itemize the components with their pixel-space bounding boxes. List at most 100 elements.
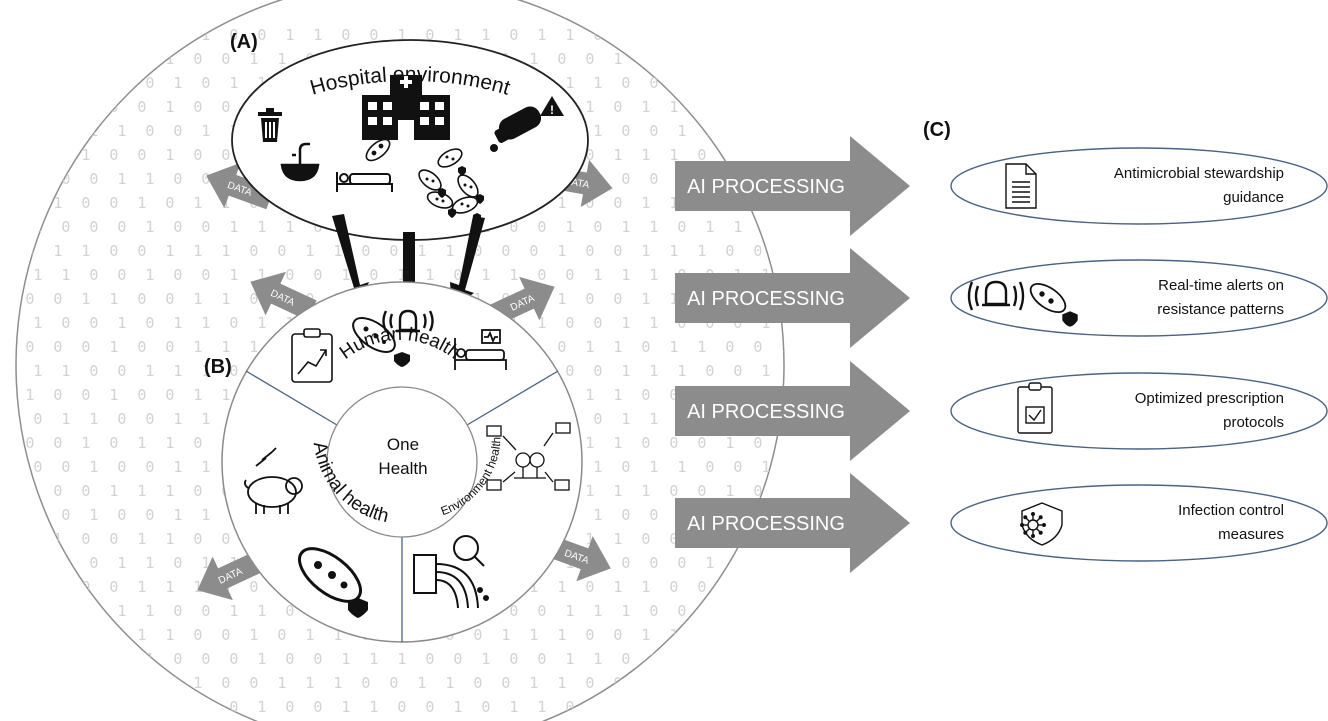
svg-text:1: 1 — [145, 554, 154, 572]
svg-text:1: 1 — [537, 314, 546, 332]
svg-text:1: 1 — [81, 290, 90, 308]
svg-text:0: 0 — [33, 602, 42, 620]
svg-text:0: 0 — [89, 650, 98, 668]
svg-text:1: 1 — [725, 434, 734, 452]
svg-text:1: 1 — [25, 194, 34, 212]
svg-text:1: 1 — [565, 74, 574, 92]
svg-text:0: 0 — [109, 146, 118, 164]
svg-text:0: 0 — [425, 26, 434, 44]
svg-text:0: 0 — [509, 218, 518, 236]
svg-text:0: 0 — [501, 242, 510, 260]
svg-text:1: 1 — [81, 242, 90, 260]
svg-text:1: 1 — [193, 386, 202, 404]
svg-text:1: 1 — [593, 602, 602, 620]
svg-text:1: 1 — [109, 338, 118, 356]
svg-text:1: 1 — [613, 482, 622, 500]
svg-text:1: 1 — [117, 122, 126, 140]
svg-text:0: 0 — [621, 170, 630, 188]
svg-text:1: 1 — [25, 98, 34, 116]
data-arrow: DATA — [250, 271, 317, 321]
svg-text:0: 0 — [481, 698, 490, 716]
svg-text:1: 1 — [89, 410, 98, 428]
svg-text:1: 1 — [529, 674, 538, 692]
environment-network-icon — [486, 422, 571, 491]
svg-text:1: 1 — [733, 650, 742, 668]
svg-text:0: 0 — [585, 146, 594, 164]
svg-text:1: 1 — [677, 362, 686, 380]
svg-text:1: 1 — [641, 98, 650, 116]
svg-text:0: 0 — [585, 50, 594, 68]
svg-text:0: 0 — [733, 362, 742, 380]
svg-text:1: 1 — [621, 362, 630, 380]
svg-text:1: 1 — [593, 698, 602, 716]
svg-text:1: 1 — [733, 698, 742, 716]
pig-vaccine-icon — [243, 447, 303, 514]
svg-text:0: 0 — [537, 650, 546, 668]
svg-text:1: 1 — [25, 50, 34, 68]
svg-text:0: 0 — [193, 146, 202, 164]
svg-text:1: 1 — [221, 242, 230, 260]
svg-text:1: 1 — [761, 458, 770, 476]
svg-text:0: 0 — [173, 218, 182, 236]
svg-text:1: 1 — [697, 338, 706, 356]
svg-text:1: 1 — [173, 362, 182, 380]
svg-text:0: 0 — [585, 242, 594, 260]
ai-processing-label: AI PROCESSING — [687, 176, 845, 198]
svg-text:1: 1 — [481, 650, 490, 668]
svg-text:0: 0 — [137, 674, 146, 692]
svg-text:0: 0 — [109, 530, 118, 548]
svg-text:1: 1 — [229, 266, 238, 284]
svg-text:1: 1 — [669, 242, 678, 260]
svg-text:0: 0 — [697, 626, 706, 644]
svg-text:0: 0 — [641, 50, 650, 68]
svg-text:0: 0 — [221, 626, 230, 644]
svg-text:0: 0 — [593, 362, 602, 380]
svg-text:0: 0 — [565, 314, 574, 332]
svg-text:0: 0 — [649, 74, 658, 92]
svg-text:0: 0 — [89, 698, 98, 716]
svg-text:1: 1 — [753, 674, 762, 692]
svg-text:1: 1 — [725, 578, 734, 596]
svg-text:1: 1 — [61, 410, 70, 428]
svg-text:0: 0 — [61, 458, 70, 476]
svg-text:1: 1 — [117, 698, 126, 716]
output-text-line1: Infection control — [1178, 502, 1284, 519]
svg-text:0: 0 — [733, 602, 742, 620]
svg-text:0: 0 — [117, 362, 126, 380]
svg-text:0: 0 — [109, 194, 118, 212]
svg-text:1: 1 — [173, 458, 182, 476]
svg-text:1: 1 — [137, 194, 146, 212]
svg-text:0: 0 — [669, 50, 678, 68]
svg-text:0: 0 — [117, 410, 126, 428]
svg-text:0: 0 — [641, 530, 650, 548]
svg-text:1: 1 — [145, 362, 154, 380]
svg-text:0: 0 — [61, 122, 70, 140]
svg-text:0: 0 — [677, 698, 686, 716]
svg-text:0: 0 — [585, 290, 594, 308]
svg-text:0: 0 — [285, 698, 294, 716]
output-text-line1: Optimized prescription — [1135, 390, 1284, 407]
svg-text:0: 0 — [25, 434, 34, 452]
svg-text:0: 0 — [61, 602, 70, 620]
svg-text:0: 0 — [109, 50, 118, 68]
svg-text:1: 1 — [669, 194, 678, 212]
svg-text:1: 1 — [613, 50, 622, 68]
svg-text:1: 1 — [193, 578, 202, 596]
output-text-line2: guidance — [1223, 189, 1284, 206]
svg-text:1: 1 — [565, 26, 574, 44]
svg-text:1: 1 — [369, 650, 378, 668]
svg-text:0: 0 — [501, 674, 510, 692]
svg-text:1: 1 — [753, 578, 762, 596]
pill-bottle-warning-icon: ! — [490, 96, 564, 152]
svg-text:0: 0 — [705, 458, 714, 476]
ai-processing-label: AI PROCESSING — [687, 401, 845, 423]
svg-text:1: 1 — [257, 266, 266, 284]
svg-text:1: 1 — [593, 506, 602, 524]
svg-text:1: 1 — [781, 338, 790, 356]
svg-text:0: 0 — [137, 242, 146, 260]
svg-text:0: 0 — [25, 578, 34, 596]
svg-text:0: 0 — [165, 290, 174, 308]
